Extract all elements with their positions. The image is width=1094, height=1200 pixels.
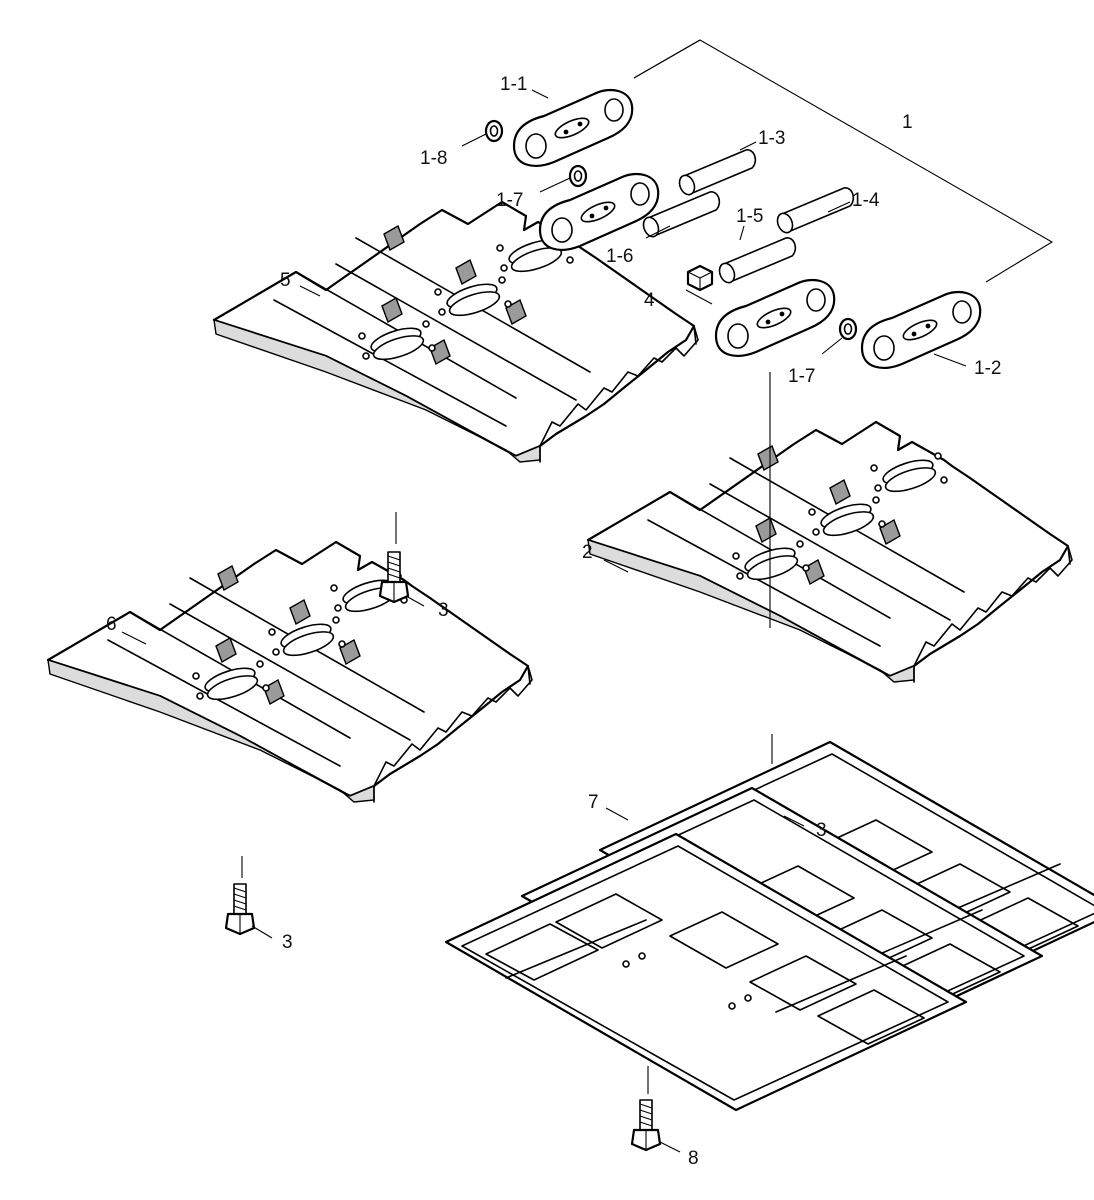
label-3-left: 3 [282,932,293,953]
leader-lines [121,39,1054,1153]
label-1-1: 1-1 [500,74,527,95]
label-1-7-left: 1-7 [496,190,523,211]
link-1-2 [860,290,982,369]
label-3-upper: 3 [438,600,449,621]
label-1: 1 [902,112,913,133]
pin-1-4 [773,187,855,236]
track-shoe-2 [586,420,1074,684]
bushing-1-3 [675,149,757,198]
track-shoe-5 [212,200,700,464]
label-5: 5 [280,270,291,291]
link-inner-right [714,278,836,357]
label-1-6: 1-6 [606,246,633,267]
bolt-3-left [224,882,256,936]
label-1-8: 1-8 [420,148,447,169]
link-inner-left [538,172,660,251]
seal-1-8 [484,119,504,143]
track-shoe-6 [46,540,534,804]
label-4: 4 [644,290,655,311]
label-8: 8 [688,1148,699,1169]
seal-1-7-right [838,317,858,341]
label-2: 2 [582,542,593,563]
label-6: 6 [106,614,117,635]
bushing-1-5 [715,237,797,286]
nut-4 [686,264,714,292]
seal-1-7-left [568,164,588,188]
label-1-3: 1-3 [758,128,785,149]
bolt-8 [630,1098,662,1152]
label-1-7-right: 1-7 [788,366,815,387]
label-1-4: 1-4 [852,190,880,211]
link-1-1 [512,88,634,167]
label-7: 7 [588,792,599,813]
label-1-5: 1-5 [736,206,763,227]
label-3-right: 3 [816,820,827,841]
label-1-2: 1-2 [974,358,1001,379]
